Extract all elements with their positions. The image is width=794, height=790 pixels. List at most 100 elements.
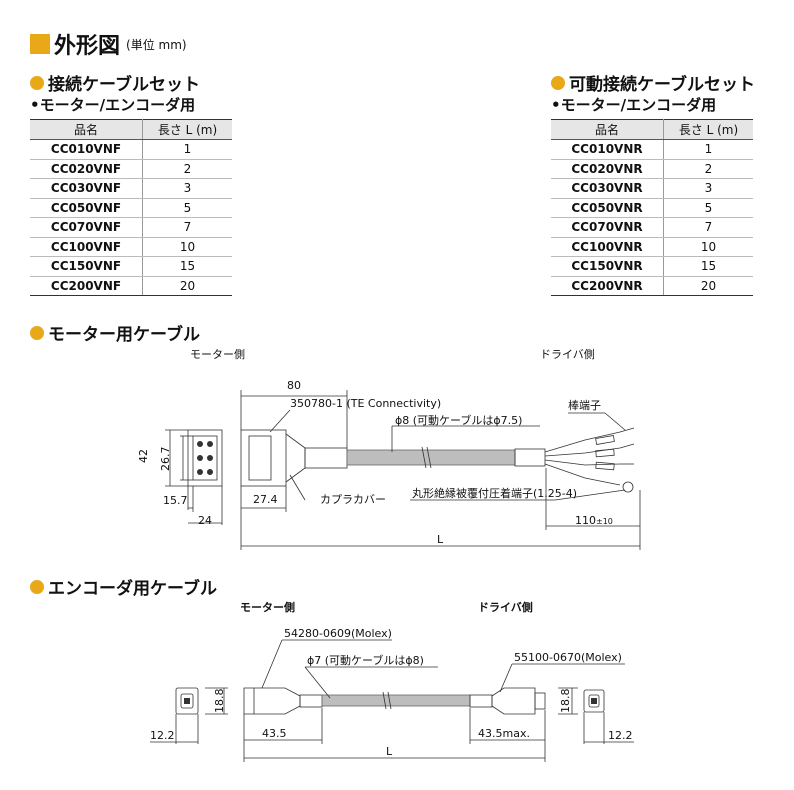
product-name-cell: CC100VNR xyxy=(551,237,664,257)
length-cell: 20 xyxy=(142,276,232,296)
connector-label: 350780-1 (TE Connectivity) xyxy=(290,397,441,410)
product-name-cell: CC020VNR xyxy=(551,159,664,179)
length-cell: 2 xyxy=(142,159,232,179)
dim-12-2-right: 12.2 xyxy=(608,729,633,742)
motor-cable-heading: モーター用ケーブル xyxy=(30,320,200,345)
encoder-driver-connector-front xyxy=(583,689,605,713)
product-name-cell: CC010VNF xyxy=(30,139,143,160)
dim-80: 80 xyxy=(287,379,301,392)
bullet-icon xyxy=(30,75,44,90)
connector-pins xyxy=(197,441,213,475)
bullet-icon xyxy=(30,579,44,594)
product-name-cell: CC200VNR xyxy=(551,276,664,296)
length-cell: 7 xyxy=(142,217,232,238)
motor-side-label: モーター側 xyxy=(190,348,245,361)
length-cell: 15 xyxy=(142,256,232,277)
encoder-cable-heading: エンコーダ用ケーブル xyxy=(30,574,217,599)
page-title: 外形図 (単位 mm) xyxy=(30,28,187,60)
product-name-cell: CC010VNR xyxy=(551,139,664,160)
encoder-cable-drawing: モーター側 ドライバ側 54280-0609(Molex) 55100-0670… xyxy=(150,600,634,762)
dim-43-5-max: 43.5max. xyxy=(478,727,530,740)
dim-15-7: 15.7 xyxy=(163,494,188,507)
product-name-cell: CC070VNR xyxy=(551,217,664,238)
bullet-icon xyxy=(30,325,44,340)
motor-cable-drawing: モーター側 ドライバ側 80 350780-1 (TE Connectivity… xyxy=(137,348,641,550)
length-cell: 10 xyxy=(142,237,232,257)
dim-42: 42 xyxy=(137,449,150,463)
encoder-driver-side-label: ドライバ側 xyxy=(478,600,533,614)
dim-43-5: 43.5 xyxy=(262,727,287,740)
motor-connector-face xyxy=(192,435,218,481)
coupler-cover xyxy=(285,433,306,483)
motor-connector-front xyxy=(187,429,223,487)
product-name-cell: CC030VNF xyxy=(30,178,143,199)
length-cell: 1 xyxy=(142,139,232,160)
column-header-length: 長さ L (m) xyxy=(663,119,753,140)
product-name-cell: CC070VNF xyxy=(30,217,143,238)
dim-110: 110±10 xyxy=(575,514,613,527)
encoder-motor-connector xyxy=(243,687,301,715)
motor-cable-body xyxy=(346,449,516,466)
column-header-name: 品名 xyxy=(551,119,664,140)
encoder-dim-L: L xyxy=(386,745,393,758)
unit-note: (単位 mm) xyxy=(126,37,187,52)
length-cell: 15 xyxy=(663,256,753,277)
length-cell: 10 xyxy=(663,237,753,257)
dim-12-2-left: 12.2 xyxy=(150,729,175,742)
column-header-name: 品名 xyxy=(30,119,143,140)
encoder-driver-connector-label: 55100-0670(Molex) xyxy=(514,651,622,664)
left-table-subheading: •モーター/エンコーダ用 xyxy=(30,96,196,114)
dim-L: L xyxy=(437,533,444,546)
title-square-icon xyxy=(30,34,50,54)
product-name-cell: CC150VNR xyxy=(551,256,664,277)
length-cell: 5 xyxy=(663,198,753,218)
encoder-motor-connector-front xyxy=(175,687,199,715)
dim-26-7: 26.7 xyxy=(159,447,172,472)
right-table-subheading: •モーター/エンコーダ用 xyxy=(551,96,717,114)
encoder-motor-side-label: モーター側 xyxy=(240,600,295,614)
dim-18-8-right: 18.8 xyxy=(559,689,572,714)
product-name-cell: CC050VNF xyxy=(30,198,143,218)
product-name-cell: CC150VNF xyxy=(30,256,143,277)
length-cell: 7 xyxy=(663,217,753,238)
dim-27-4: 27.4 xyxy=(253,493,278,506)
dim-24: 24 xyxy=(198,514,212,527)
motor-connector-body xyxy=(240,429,287,487)
column-header-length: 長さ L (m) xyxy=(142,119,232,140)
product-name-cell: CC020VNF xyxy=(30,159,143,179)
rod-terminal-label: 棒端子 xyxy=(568,398,601,412)
length-cell: 3 xyxy=(142,178,232,199)
bullet-icon xyxy=(551,75,565,90)
encoder-motor-connector-label: 54280-0609(Molex) xyxy=(284,627,392,640)
length-cell: 5 xyxy=(142,198,232,218)
ring-terminal-icon xyxy=(622,481,634,493)
length-cell: 1 xyxy=(663,139,753,160)
encoder-cable-diameter-label: ϕ7 (可動ケーブルはϕ8) xyxy=(307,653,424,667)
encoder-driver-connector xyxy=(491,687,536,715)
driver-side-label: ドライバ側 xyxy=(540,348,595,361)
left-table-heading: 接続ケーブルセット xyxy=(30,70,200,95)
length-cell: 2 xyxy=(663,159,753,179)
product-name-cell: CC050VNR xyxy=(551,198,664,218)
product-name-cell: CC200VNF xyxy=(30,276,143,296)
coupler-cover-label: カプラカバー xyxy=(320,493,386,506)
length-cell: 3 xyxy=(663,178,753,199)
cable-diameter-label: ϕ8 (可動ケーブルはϕ7.5) xyxy=(395,413,522,427)
encoder-cable-body xyxy=(321,694,471,707)
ring-terminal-label: 丸形絶縁被覆付圧着端子(1.25-4) xyxy=(412,486,577,500)
dim-18-8-left: 18.8 xyxy=(213,689,226,714)
